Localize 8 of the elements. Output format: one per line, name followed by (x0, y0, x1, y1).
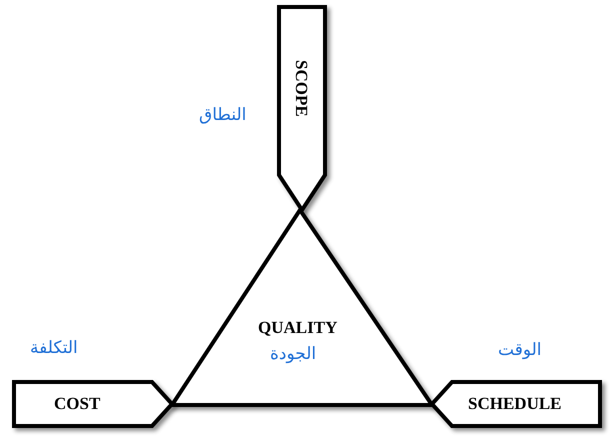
node-label: QUALITY (258, 318, 338, 338)
arabic-label: الجودة (270, 344, 316, 364)
arabic-label: التكلفة (30, 338, 78, 358)
arabic-label: الوقت (498, 340, 542, 360)
node-label: COST (54, 394, 100, 414)
arabic-label: النطاق (199, 105, 246, 125)
node-label: SCOPE (291, 60, 311, 117)
node-label: SCHEDULE (468, 394, 562, 414)
